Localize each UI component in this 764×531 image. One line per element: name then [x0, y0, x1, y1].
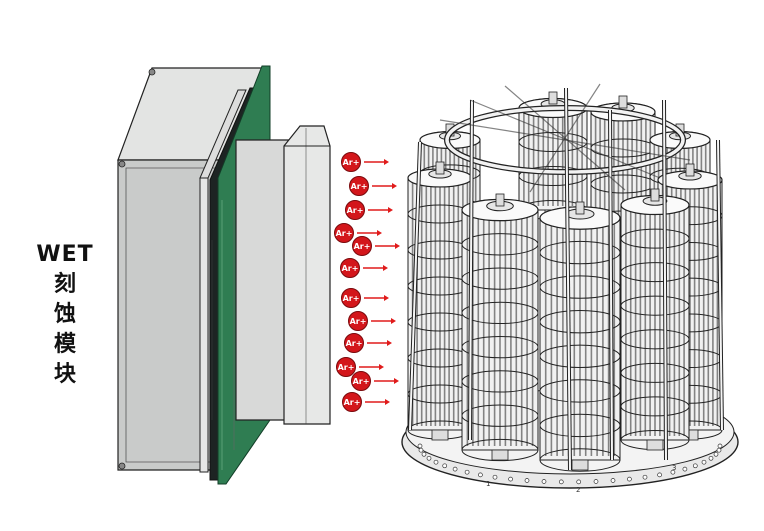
- label-char-2: 蚀: [53, 302, 76, 327]
- label-char-3: 模: [53, 332, 76, 357]
- ar-ion-7: Ar+: [341, 288, 389, 308]
- label-line-wet: WET: [36, 242, 94, 267]
- ar-ion-12: Ar+: [342, 392, 390, 412]
- ion-label: Ar+: [344, 398, 361, 407]
- ion-label: Ar+: [351, 182, 368, 191]
- label-char-1: 刻: [53, 272, 76, 297]
- ar-ion-1: Ar+: [341, 152, 389, 172]
- ar-ion-3: Ar+: [345, 200, 393, 220]
- fixture-cylinder-front-center: [539, 201, 621, 472]
- ion-label: Ar+: [347, 206, 364, 215]
- ion-label: Ar+: [336, 229, 353, 238]
- ar-ion-9: Ar+: [344, 333, 392, 353]
- ion-label: Ar+: [346, 339, 363, 348]
- ar-ion-4: Ar+: [334, 223, 382, 243]
- wet-module-label: WET 刻 蚀 模 块: [24, 240, 106, 390]
- fixture-cylinder-front-left: [461, 193, 539, 462]
- post-number-2: 2: [576, 486, 580, 494]
- ion-label: Ar+: [338, 363, 355, 372]
- post-number-3: 3: [672, 464, 676, 472]
- ar-ion-8: Ar+: [348, 311, 396, 331]
- ar-ion-11: Ar+: [351, 371, 399, 391]
- ar-ion-5: Ar+: [352, 236, 400, 256]
- fixture-cylinder-right-front: [620, 188, 690, 451]
- ion-label: Ar+: [342, 264, 359, 273]
- ion-label: Ar+: [354, 242, 371, 251]
- planetary-fixture-drawing: 1 2 3: [401, 83, 739, 494]
- label-char-4: 块: [53, 362, 76, 387]
- etch-module-drawing: [117, 65, 331, 485]
- ion-beam-group: Ar+Ar+Ar+Ar+Ar+Ar+Ar+Ar+Ar+Ar+Ar+Ar+: [334, 152, 400, 412]
- ar-ion-2: Ar+: [349, 176, 397, 196]
- ar-ion-10: Ar+: [336, 357, 384, 377]
- ion-label: Ar+: [343, 294, 360, 303]
- ion-label: Ar+: [350, 317, 367, 326]
- ion-label: Ar+: [353, 377, 370, 386]
- post-number-1: 1: [486, 480, 490, 488]
- ion-label: Ar+: [343, 158, 360, 167]
- ar-ion-6: Ar+: [340, 258, 388, 278]
